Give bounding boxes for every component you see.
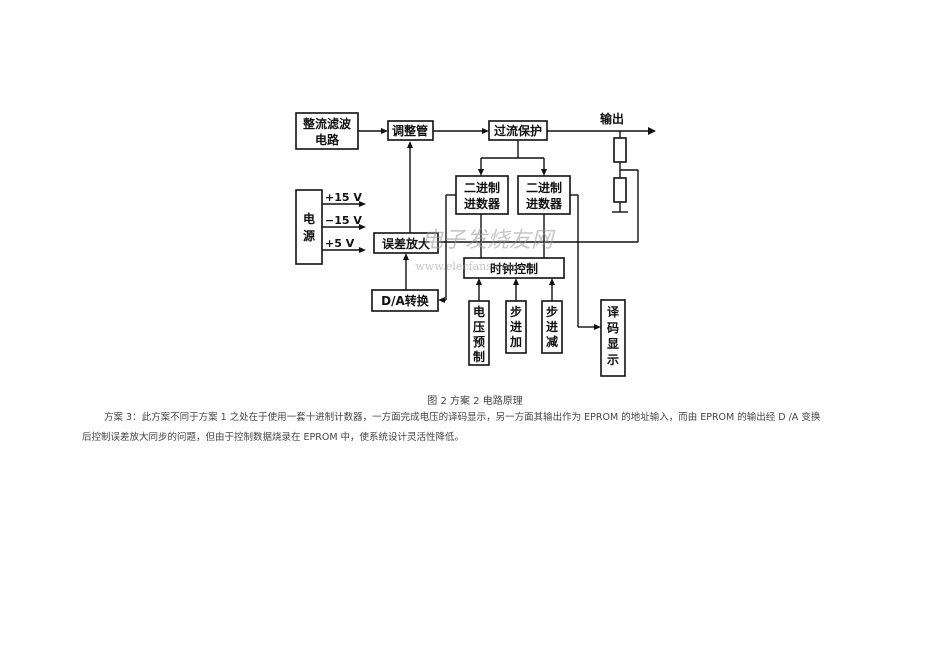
preset-3: 预 — [473, 335, 485, 349]
voltage-preset-block: 电 压 预 制 — [468, 300, 490, 366]
decode-display-block: 译 码 显 示 — [600, 299, 626, 377]
rectifier-label-line2: 电路 — [315, 132, 340, 147]
resistor-upper — [613, 137, 627, 163]
regulator-label: 调整管 — [392, 123, 428, 138]
paragraph-line-2: 后控制误差放大同步的问题，但由于控制数据烧录在 EPROM 中，使系统设计灵活性… — [82, 432, 465, 443]
rail-plus5: +5 V — [325, 237, 355, 250]
clock-control-block: 时钟控制 — [463, 257, 565, 279]
step-up-1: 步 — [510, 304, 522, 319]
rectifier-label-line1: 整流滤波 — [302, 116, 352, 131]
rail-plus15: +15 V — [325, 191, 362, 204]
step-down-2: 进 — [546, 319, 558, 334]
decode-3: 显 — [607, 337, 619, 351]
error-amplifier-block: 误差放大 — [373, 232, 439, 254]
decode-4: 示 — [606, 353, 619, 367]
decode-2: 码 — [607, 321, 619, 335]
step-down-3: 减 — [546, 334, 558, 349]
resistor-lower — [613, 177, 627, 203]
circuit-block-diagram: 整流滤波 电路 调整管 过流保护 输出 二进制 进数器 二进制 进数器 — [295, 111, 656, 377]
step-down-1: 步 — [546, 304, 558, 319]
binary-counter-1: 二进制 进数器 — [455, 175, 509, 215]
counter2-line1: 二进制 — [526, 180, 562, 195]
figure-caption: 图 2 方案 2 电路原理 — [427, 396, 523, 407]
error-amp-label: 误差放大 — [382, 236, 430, 251]
step-down-block: 步 进 减 — [541, 300, 563, 354]
watermark-url: www.elecfans.com — [415, 260, 519, 273]
watermark-text: 电子发烧友网 — [421, 228, 556, 253]
regulator-block: 调整管 — [387, 120, 434, 141]
rail-minus15: −15 V — [325, 214, 362, 227]
preset-2: 压 — [473, 320, 485, 334]
counter1-line1: 二进制 — [464, 180, 500, 195]
output-label: 输出 — [600, 111, 624, 126]
rectifier-block: 整流滤波 电路 — [295, 112, 359, 150]
preset-4: 制 — [473, 349, 485, 364]
counter1-line2: 进数器 — [464, 196, 501, 211]
da-converter-block: D/A转换 — [371, 289, 439, 312]
da-label: D/A转换 — [381, 293, 430, 308]
step-up-2: 进 — [510, 319, 522, 334]
paragraph-line-1: 方案 3：此方案不同于方案 1 之处在于使用一套十进制计数器，一方面完成电压的译… — [104, 412, 821, 423]
decode-1: 译 — [607, 305, 620, 319]
body-paragraph: 方案 3：此方案不同于方案 1 之处在于使用一套十进制计数器，一方面完成电压的译… — [82, 408, 872, 448]
counter2-line2: 进数器 — [526, 196, 563, 211]
power-label-2: 源 — [303, 228, 315, 243]
step-up-3: 加 — [509, 334, 522, 349]
step-up-block: 步 进 加 — [505, 300, 527, 354]
binary-counter-2: 二进制 进数器 — [517, 175, 571, 215]
preset-1: 电 — [473, 304, 485, 319]
power-supply-block: 电 源 — [295, 189, 323, 265]
overcurrent-block: 过流保护 — [488, 120, 548, 141]
clock-label: 时钟控制 — [490, 261, 538, 276]
power-label-1: 电 — [303, 211, 315, 226]
overcurrent-label: 过流保护 — [494, 123, 542, 138]
